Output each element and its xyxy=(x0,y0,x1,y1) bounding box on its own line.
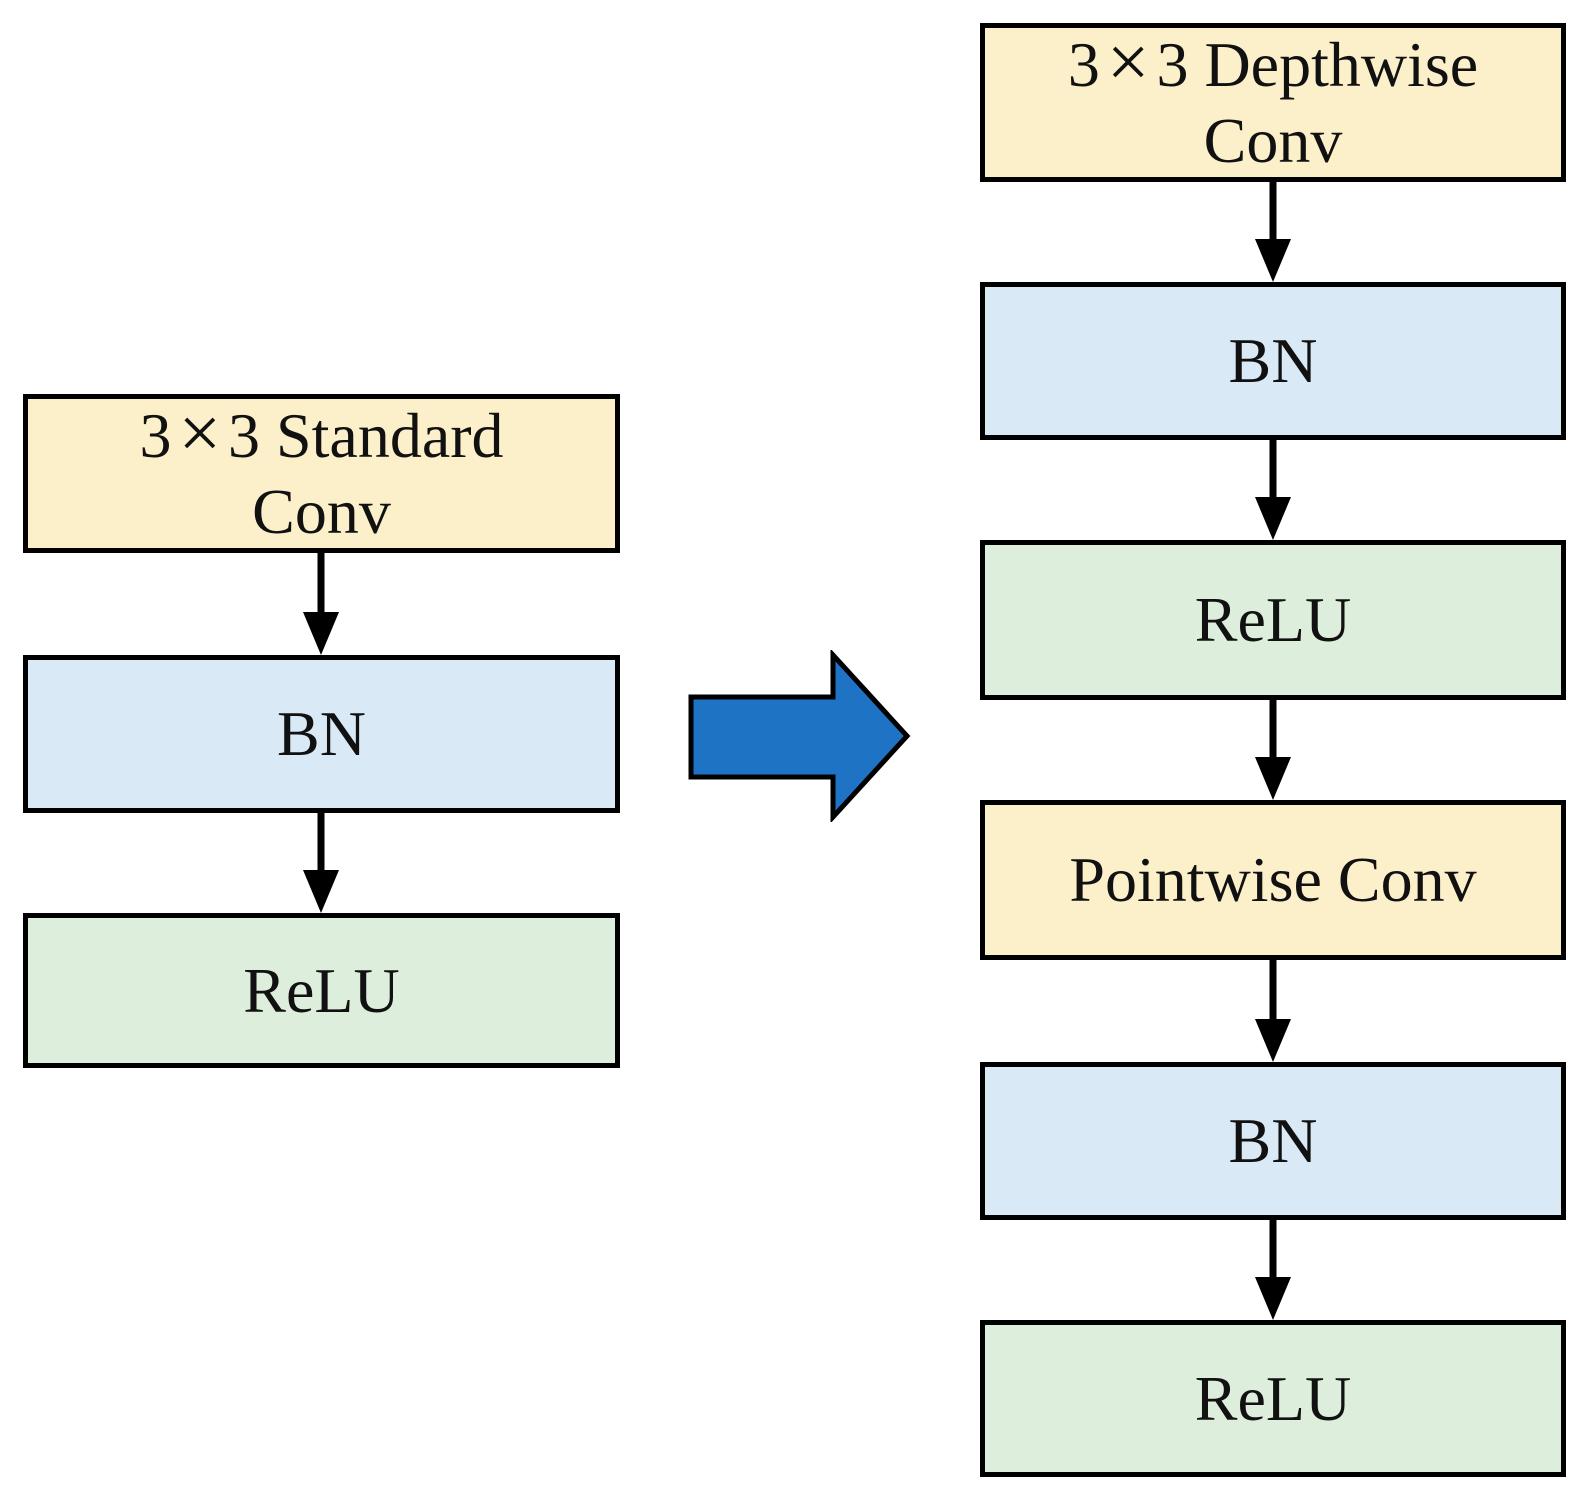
flow-arrow-down-icon xyxy=(1255,439,1291,540)
flow-arrow-down-icon xyxy=(1255,181,1291,282)
depthwise-conv-box: 3×3 Depthwise Conv xyxy=(980,23,1566,182)
flow-arrow-down-icon xyxy=(1255,959,1291,1062)
multiplication-sign-icon: × xyxy=(178,392,222,476)
kernel-size-left: 3 xyxy=(139,399,172,471)
relu-label: ReLU xyxy=(243,954,400,1026)
flow-arrow-down-icon xyxy=(303,552,339,655)
batch-norm-label: BN xyxy=(277,698,366,770)
standard-conv-box: 3×3 Standard Conv xyxy=(23,394,620,553)
flow-arrow-down-icon xyxy=(1255,1219,1291,1320)
depthwise-conv-label-rest: 3 Depthwise xyxy=(1156,28,1479,100)
multiplication-sign-icon: × xyxy=(1106,21,1150,105)
relu-box: ReLU xyxy=(23,913,620,1068)
flow-arrow-down-icon xyxy=(1255,699,1291,800)
standard-conv-label-line2: Conv xyxy=(252,475,391,547)
relu-box: ReLU xyxy=(980,540,1566,700)
kernel-size-left: 3 xyxy=(1067,28,1100,100)
standard-conv-label-line1: 3×3 Standard xyxy=(139,396,504,474)
pointwise-conv-label: Pointwise Conv xyxy=(1069,844,1477,916)
transform-arrow-right-icon xyxy=(688,650,911,822)
relu-label: ReLU xyxy=(1194,584,1352,656)
batch-norm-box: BN xyxy=(980,1062,1566,1220)
standard-conv-label-rest: 3 Standard xyxy=(228,399,504,471)
flow-arrow-down-icon xyxy=(303,812,339,913)
relu-box: ReLU xyxy=(980,1320,1566,1477)
batch-norm-label: BN xyxy=(1228,1105,1318,1177)
depthwise-conv-label-line2: Conv xyxy=(1203,104,1343,176)
batch-norm-box: BN xyxy=(23,655,620,813)
pointwise-conv-box: Pointwise Conv xyxy=(980,800,1566,960)
depthwise-conv-label-line1: 3×3 Depthwise xyxy=(1067,25,1479,103)
batch-norm-box: BN xyxy=(980,282,1566,440)
relu-label: ReLU xyxy=(1194,1362,1352,1434)
batch-norm-label: BN xyxy=(1228,325,1318,397)
